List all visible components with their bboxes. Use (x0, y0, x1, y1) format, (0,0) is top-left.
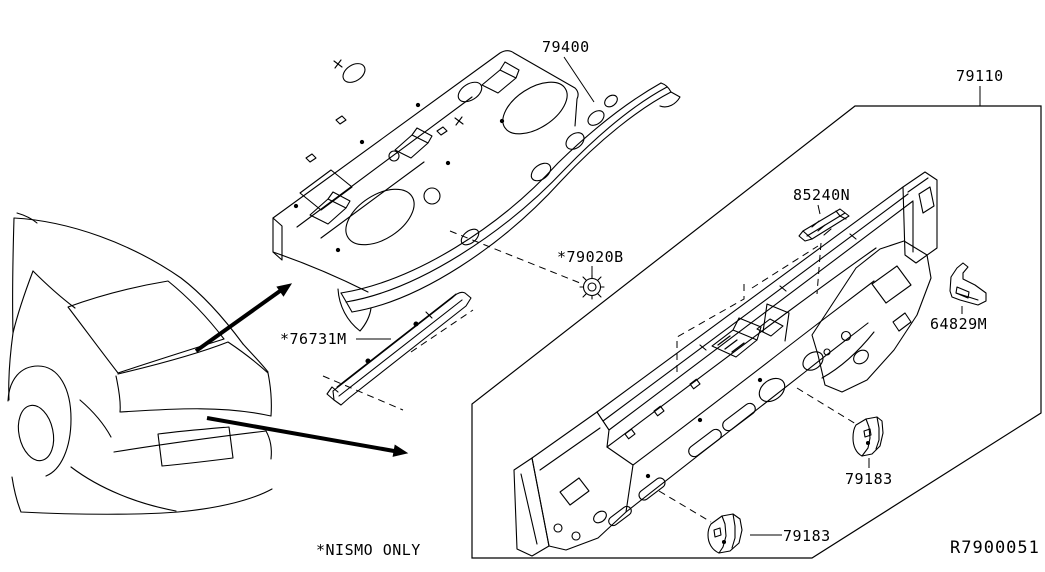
bracket-64829m-drawing (949, 262, 987, 306)
bracket-79183-lower-drawing (707, 513, 743, 554)
alignment-dashed-lines (322, 230, 857, 523)
part-label-79183-lower: 79183 (783, 527, 831, 545)
back-panel-79110-drawing (513, 171, 938, 557)
part-label-79183-upper: 79183 (845, 470, 893, 488)
sill-strip-76731m-drawing (326, 291, 472, 406)
bracket-79183-upper-drawing (852, 416, 884, 457)
part-label-76731m: *76731M (280, 330, 347, 348)
part-label-79110: 79110 (956, 67, 1004, 85)
part-label-79020b: *79020B (557, 248, 624, 266)
frame-box-79110 (471, 105, 1042, 559)
direction-arrows (194, 283, 409, 457)
footnote-nismo-only: *NISMO ONLY (316, 541, 421, 559)
car-outline (7, 212, 273, 515)
part-label-64829m: 64829M (930, 315, 988, 333)
reference-code: R7900051 (950, 538, 1040, 558)
parcel-shelf-79400-drawing (272, 50, 681, 332)
grommet-79020b-drawing (579, 274, 605, 300)
leader-lines (356, 56, 981, 536)
part-label-79400: 79400 (542, 38, 590, 56)
clip-85240n-drawing (798, 208, 850, 242)
part-label-85240n: 85240N (793, 186, 851, 204)
